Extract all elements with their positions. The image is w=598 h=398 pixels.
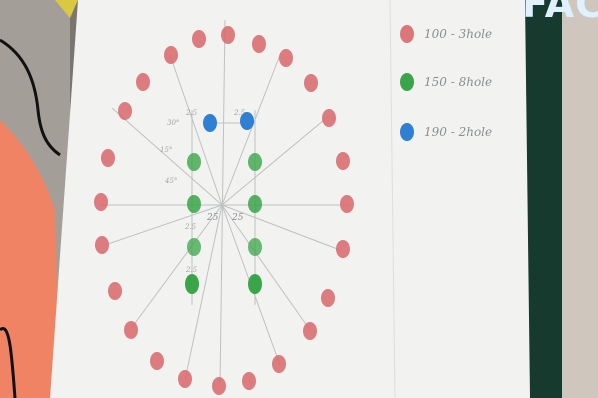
legend-dot-red [400, 25, 414, 43]
legend-label-150: 150 - 8hole [424, 75, 493, 89]
svg-text:2.5: 2.5 [185, 266, 198, 274]
legend-label-190: 190 - 2hole [424, 125, 493, 139]
svg-text:2.5: 2.5 [185, 109, 198, 117]
svg-text:15°: 15° [160, 146, 172, 154]
axis-label-left: 25 [207, 213, 219, 223]
legend-label-100: 100 - 3hole [424, 27, 493, 41]
green-dots [185, 153, 262, 294]
legend-dot-green [400, 73, 414, 91]
red-dot-ring [94, 26, 354, 395]
orange-bag [0, 120, 60, 398]
paper-sheet [50, 0, 530, 398]
axis-label-right: 25 [232, 213, 244, 223]
pencil-marks: 45° 30° 15° 2.5 2.5 2.5 2.5 [160, 109, 246, 274]
legend-dot-blue [400, 123, 414, 141]
svg-text:2.5: 2.5 [233, 109, 246, 117]
svg-text:45°: 45° [164, 177, 177, 185]
legend-dots [400, 25, 414, 141]
cable [0, 38, 61, 157]
overlay-title: FAC [522, 0, 598, 26]
svg-text:30°: 30° [167, 119, 179, 127]
blue-dots [203, 112, 254, 132]
svg-text:2.5: 2.5 [184, 223, 197, 231]
